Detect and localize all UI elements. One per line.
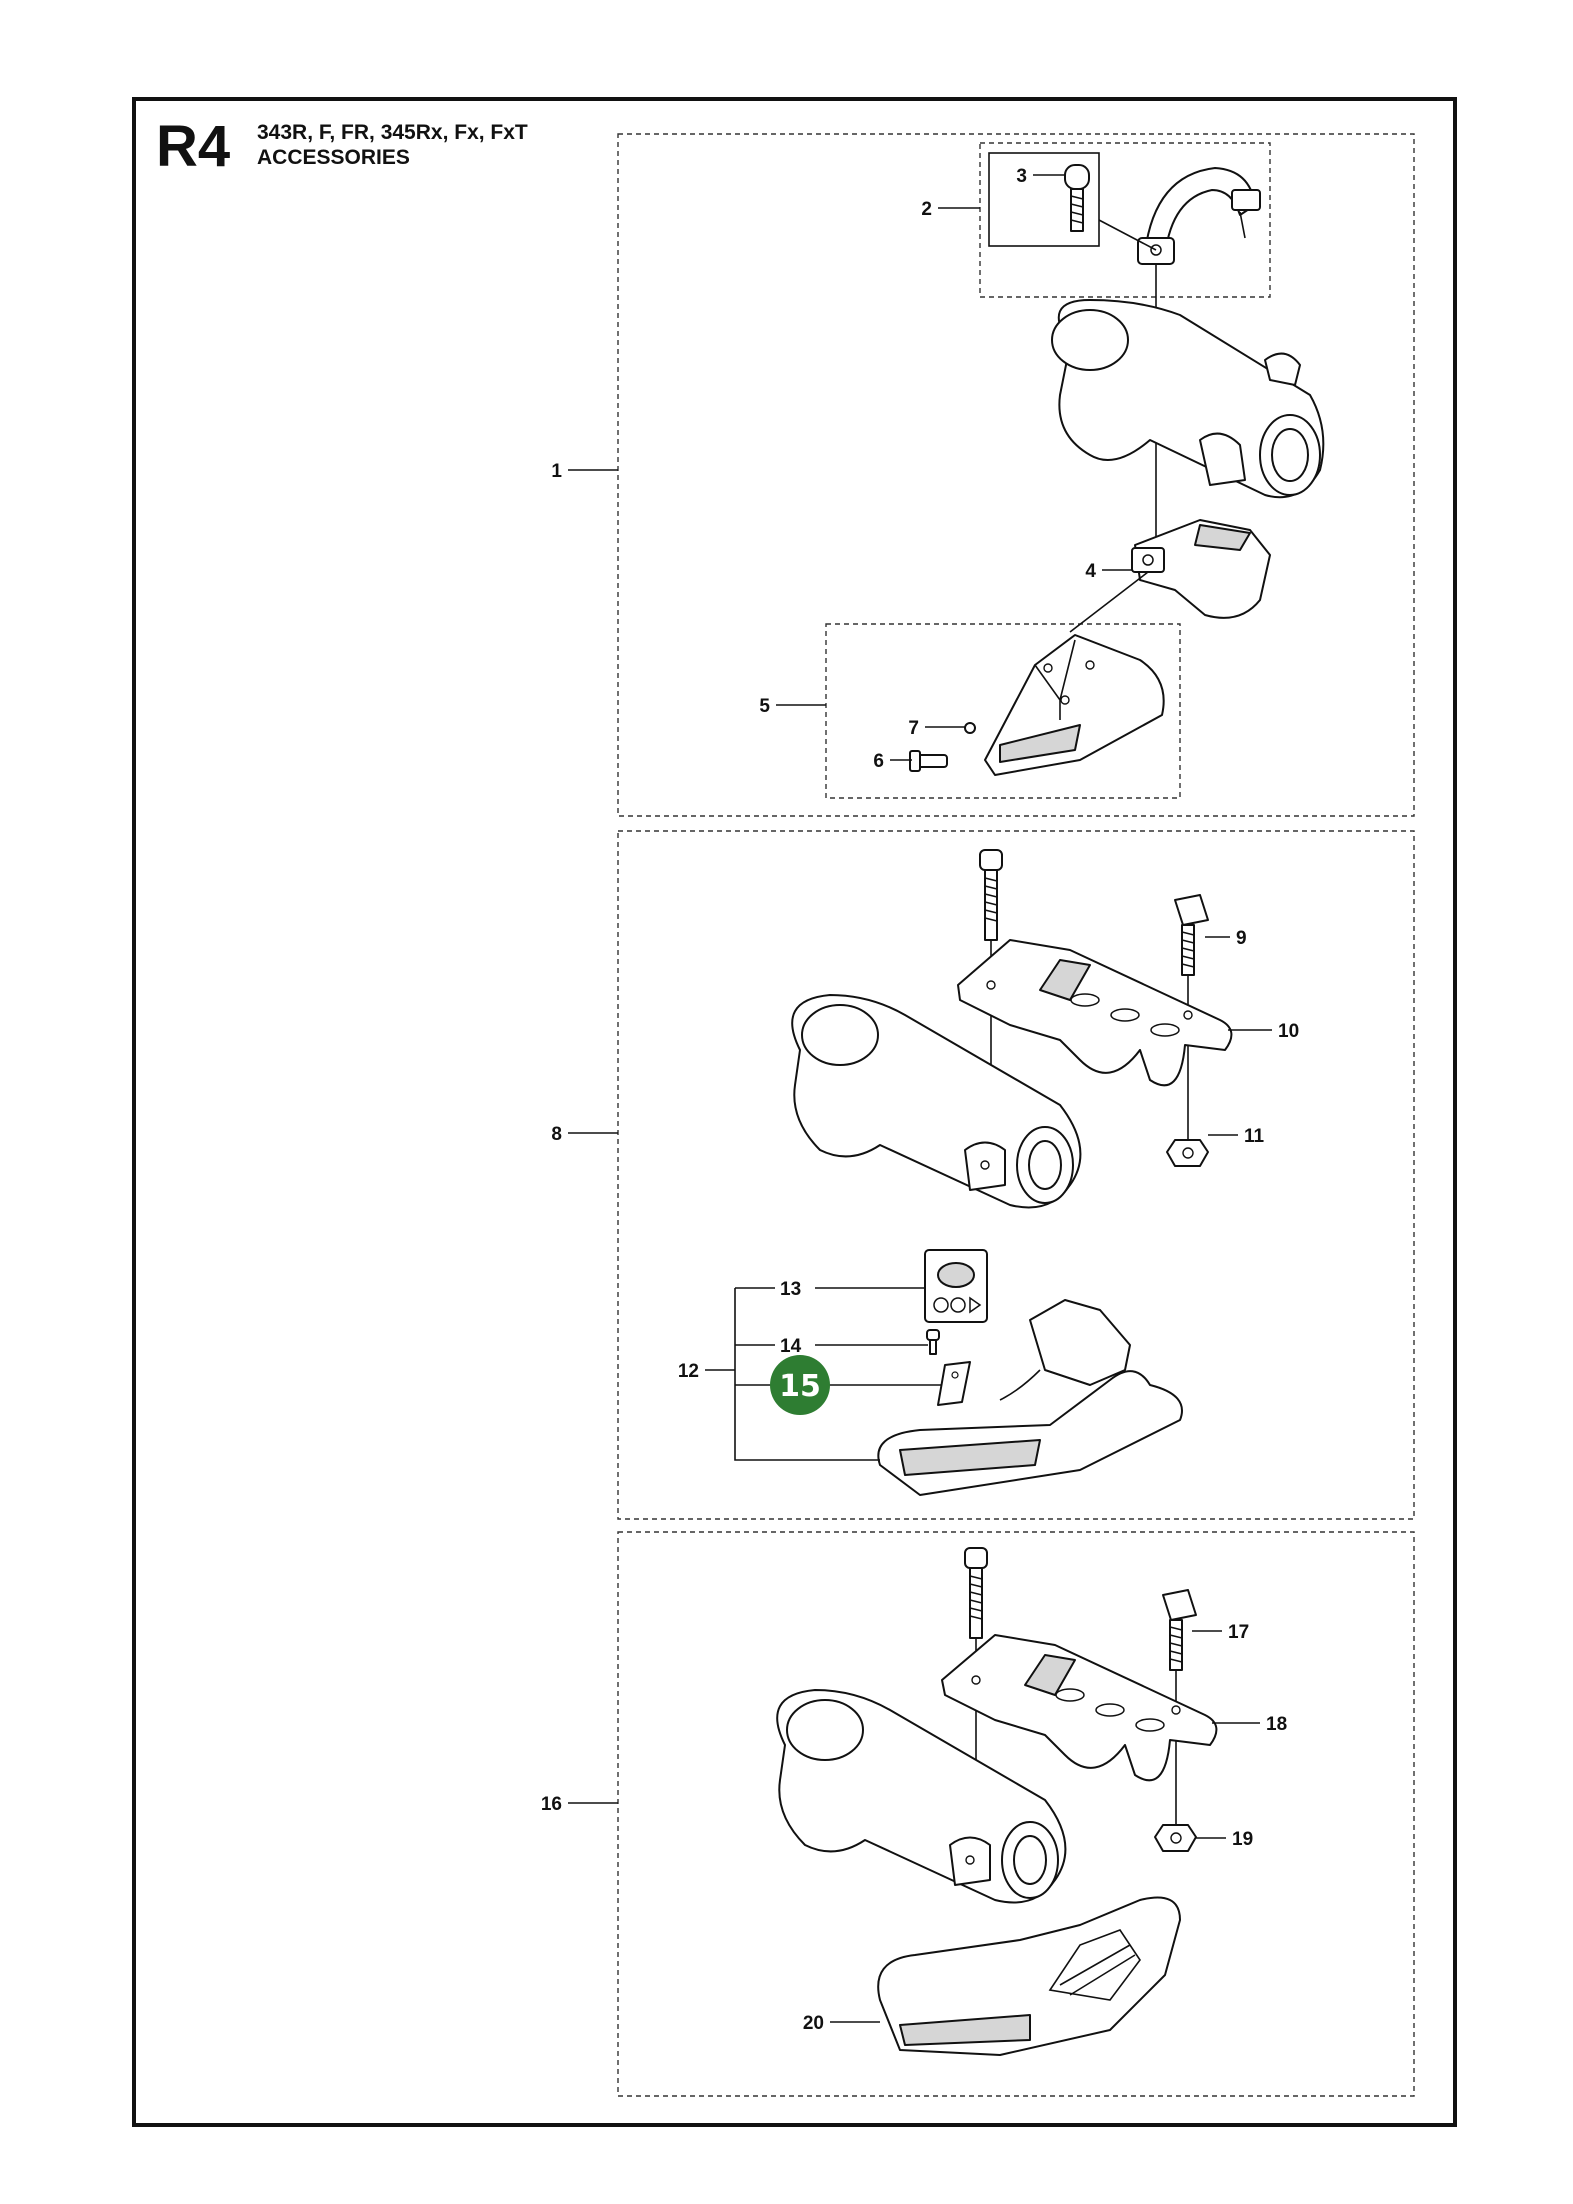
page-title: ACCESSORIES [257,146,410,169]
screw-inset-box [988,152,1100,247]
cover-part-18 [941,1634,1218,1782]
kit-box-5 [825,623,1181,799]
screw-part [1064,164,1157,251]
page-code: R4 [156,114,231,179]
callout-18: 18 [1266,1714,1287,1735]
callout-1: 1 [551,461,562,482]
nut-part-19 [1154,1824,1197,1852]
callout-8: 8 [551,1124,562,1145]
callout-15: 15 [779,1369,821,1404]
washer-part [964,722,976,734]
bolt-part-17 [1162,1589,1197,1825]
callout-4: 4 [1085,561,1096,582]
guard-part-5 [984,634,1165,776]
callout-12: 12 [678,1361,699,1382]
callout-11: 11 [1244,1126,1265,1147]
gear-head-16 [776,1689,1067,1904]
guard-part-20 [877,1896,1181,2056]
kit-box-2 [979,142,1271,298]
callout-10: 10 [1278,1021,1299,1042]
callout-2: 2 [921,199,932,220]
guard-part-12 [877,1299,1183,1496]
kit-box-1 [617,133,1415,817]
gear-head-8 [791,994,1082,1209]
plate-part-15 [937,1361,971,1406]
decal-part-13 [924,1249,988,1323]
callout-16: 16 [541,1794,562,1815]
bolt-part-9 [1174,894,1209,1140]
callout-13: 13 [780,1279,801,1300]
callout-9: 9 [1236,928,1247,949]
callout-14: 14 [780,1336,802,1357]
callout-17: 17 [1228,1622,1249,1643]
bolt-part-6 [909,750,948,772]
clamp-part [1137,167,1261,285]
callout-20: 20 [803,2013,824,2034]
cover-part-10 [957,939,1233,1087]
gear-head-1 [1051,299,1325,499]
nut-part-11 [1166,1139,1209,1167]
callout-6: 6 [873,751,884,772]
bracket-part [1131,519,1271,619]
callout-5: 5 [759,696,770,717]
kit-box-16 [617,1531,1415,2097]
callout-7: 7 [908,718,919,739]
callout-19: 19 [1232,1829,1253,1850]
model-list: 343R, F, FR, 345Rx, Fx, FxT [257,121,528,144]
kit-box-8 [617,830,1415,1520]
highlight-badge [770,1355,830,1415]
screw-part-14 [926,1329,940,1355]
callout-15-highlight: 15 [770,1355,830,1415]
page-frame [132,97,1457,2127]
callout-3: 3 [1016,166,1027,187]
